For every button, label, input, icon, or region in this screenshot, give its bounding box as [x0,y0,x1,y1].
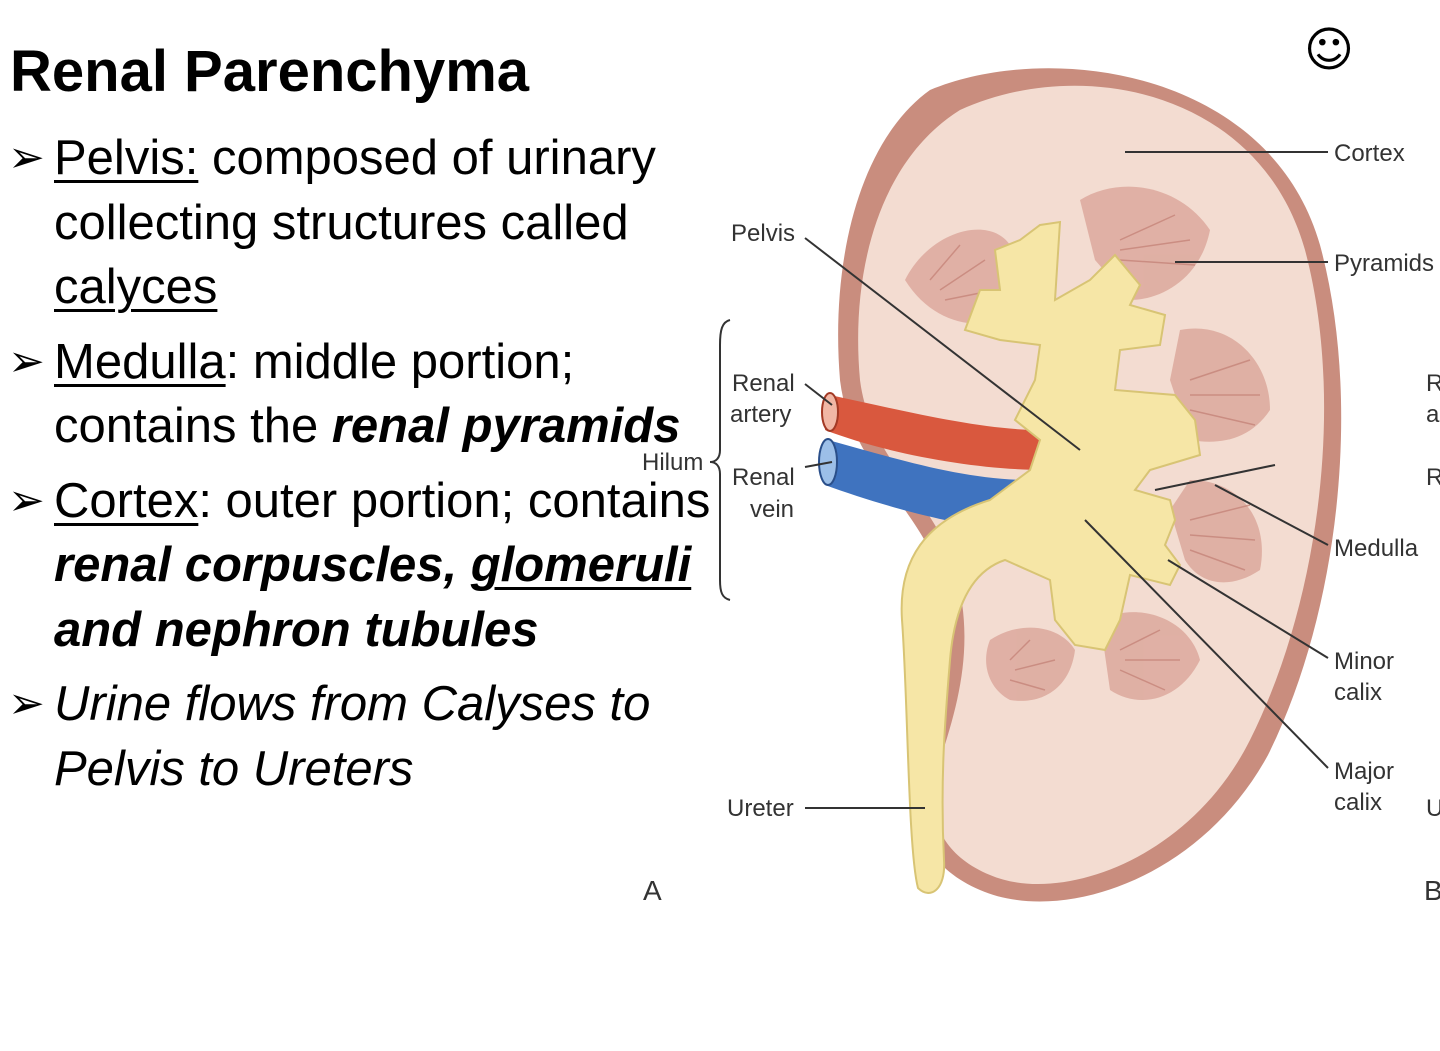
renal-pelvis [900,220,1202,894]
leader-lines [804,151,1329,809]
bullet-cortex: ➢Cortex: outer portion; contains renal c… [8,469,768,663]
term-cortex: Cortex [54,473,199,528]
term-pelvis: Pelvis: [54,131,199,185]
label-ureter: Ureter [727,795,794,822]
label-cortex: Cortex [1334,140,1405,167]
label-hilum: Hilum [642,449,703,476]
label-major-calix-line2: calix [1334,789,1382,816]
pelvis-description: composed of urinary collecting structure… [54,131,656,250]
bullet-urine-flow: ➢Urine flows from Calyses to Pelvis to U… [8,672,768,801]
label-pyramids: Pyramids [1334,250,1434,277]
medulla-description: : middle portion; contains the [54,334,575,454]
term-nephron-tubules: and nephron tubules [54,602,539,657]
slide-title: Renal Parenchyma [10,39,530,104]
label-cut-u: U [1426,795,1440,822]
term-calyces: calyces [54,260,218,314]
bullet-medulla: ➢Medulla: middle portion; contains the r… [8,330,768,459]
label-renal-artery-line2: artery [730,401,791,428]
label-cut-r1: R [1426,370,1440,397]
smiley-icon: ☺ [1304,22,1355,78]
label-renal-vein-line1: Renal [732,464,795,491]
label-major-calix-line1: Major [1334,758,1394,785]
arrow-bullet-icon: ➢ [8,132,45,183]
arrow-bullet-icon: ➢ [8,335,45,387]
renal-artery-opening [821,392,839,432]
label-medulla: Medulla [1334,535,1419,562]
urine-flow-text: Urine flows from Calyses to Pelvis to Ur… [54,677,651,796]
term-renal-pyramids: renal pyramids [331,399,681,453]
term-renal-corpuscles: renal corpuscles, [54,538,458,592]
label-panel-a: A [643,875,662,906]
term-medulla: Medulla [54,334,226,389]
label-panel-b: B [1424,875,1440,906]
term-glomeruli: glomeruli [470,538,692,592]
hilum-bracket [709,319,731,601]
label-pelvis: Pelvis [731,220,795,247]
pyramid-striations [929,214,1260,691]
cortex-description: : outer portion; contains [198,473,711,528]
arrow-bullet-icon: ➢ [8,474,45,526]
label-cut-r2: R [1426,464,1440,491]
label-renal-artery-line1: Renal [732,370,795,397]
renal-artery [825,395,1045,470]
bullet-list: ➢Pelvis: composed of urinary collecting … [8,126,768,811]
label-minor-calix-line2: calix [1334,679,1382,706]
label-minor-calix-line1: Minor [1334,648,1394,675]
label-cut-a: a [1426,401,1440,428]
bullet-pelvis: ➢Pelvis: composed of urinary collecting … [8,126,768,320]
arrow-bullet-icon: ➢ [8,678,45,729]
label-renal-vein-line2: vein [750,496,794,523]
